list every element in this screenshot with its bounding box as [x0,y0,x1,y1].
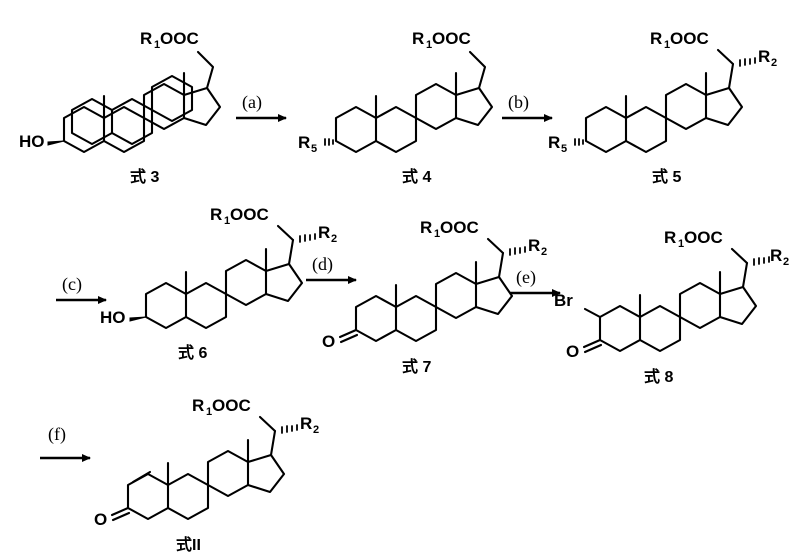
arrow-f: (f) [40,424,91,462]
svg-text:R: R [140,29,152,48]
arrow-c: (c) [56,274,107,304]
svg-text:5: 5 [561,143,567,155]
ketone-s7: O [322,328,359,351]
hash-bond-r2-s7 [509,246,526,256]
label-ester-s11: R 1 OOC [192,396,251,418]
svg-text:1: 1 [664,39,670,51]
svg-text:OOC: OOC [230,205,269,224]
hash-bond-s4 [324,138,334,146]
formula-name-8: 式 8 [644,367,673,386]
label-r5-s4: R 5 [298,133,317,155]
svg-text:OOC: OOC [684,228,723,247]
structure-7-skeleton: R 2 O R 1 OOC 式 7 [322,218,547,376]
svg-text:R: R [318,223,330,242]
svg-text:R: R [192,396,204,415]
label-ester-s4: R 1 OOC [412,29,471,51]
ketone-s11: O [94,506,131,529]
ketone-s8: O [566,338,603,361]
label-hydroxyl-s6: HO [100,308,126,327]
svg-text:OOC: OOC [440,218,479,237]
arrow-label-f: (f) [48,424,66,445]
structure-5-skeleton: R 2 R 5 R 1 OOC 式 5 [548,29,777,186]
svg-text:R: R [210,205,222,224]
label-r5-s5: R 5 [548,133,567,155]
hash-bond-r2-s6 [299,233,316,243]
svg-text:2: 2 [771,57,777,69]
arrow-d: (d) [306,254,357,284]
structure-11-skeleton: R 2 O R 1 OOC 式II [94,396,319,554]
svg-text:R: R [758,47,770,66]
structure-6-skeleton: R 2 HO R 1 OOC 式 6 [100,205,337,362]
svg-text:R: R [300,414,312,433]
arrow-e: (e) [510,267,561,297]
svg-text:OOC: OOC [670,29,709,48]
label-hydroxyl-s3: HO [19,132,45,151]
label-ester-s8: R 1 OOC [664,228,723,250]
label-r2-s11: R 2 [300,414,319,436]
bromo-substituent-s8: Br [554,291,602,319]
hash-bond-r2-s8 [753,256,770,266]
label-r2-s7: R 2 [528,236,547,258]
arrow-b: (b) [502,92,553,122]
label-ester-s3: R 1 OOC [140,29,199,51]
arrow-label-b: (b) [508,92,529,113]
structure-8-skeleton: R 2 Br O R 1 OOC 式 8 [554,228,789,386]
svg-text:1: 1 [434,228,440,240]
svg-text:R: R [770,246,782,265]
svg-text:R: R [420,218,432,237]
arrow-label-d: (d) [312,254,333,275]
svg-text:2: 2 [313,424,319,436]
formula-name-7: 式 7 [402,357,431,376]
svg-text:OOC: OOC [432,29,471,48]
svg-text:R: R [412,29,424,48]
svg-text:R: R [528,236,540,255]
structure-3-skeleton: HO R 1 OOC 式 3 [19,29,222,186]
arrow-label-c: (c) [62,274,82,295]
formula-name-11: 式II [176,535,201,554]
hash-bond-r2-s5 [739,57,756,67]
arrow-a: (a) [236,92,287,122]
svg-text:2: 2 [783,256,789,268]
formula-name-6: 式 6 [178,343,207,362]
label-bromine-s8: Br [554,291,573,310]
svg-text:OOC: OOC [212,396,251,415]
svg-text:2: 2 [331,233,337,245]
formula-name-5: 式 5 [652,167,681,186]
svg-text:R: R [298,133,310,152]
arrow-label-e: (e) [516,267,536,288]
svg-text:R: R [664,228,676,247]
svg-text:1: 1 [154,39,160,51]
formula-name-3: 式 3 [130,167,159,186]
svg-text:1: 1 [426,39,432,51]
label-ester-s5: R 1 OOC [650,29,709,51]
svg-text:1: 1 [678,238,684,250]
svg-text:O: O [322,332,335,351]
svg-text:O: O [566,342,579,361]
label-r2-s5: R 2 [758,47,777,69]
hash-bond-s5 [574,138,584,146]
svg-text:2: 2 [541,246,547,258]
label-r2-s6: R 2 [318,223,337,245]
label-ester-s6: R 1 OOC [210,205,269,227]
formula-name-4: 式 4 [402,167,431,186]
hash-bond-r2-s11 [281,424,298,434]
structure-4-skeleton: R 5 R 1 OOC 式 4 [298,29,494,186]
svg-text:O: O [94,510,107,529]
label-ester-s7: R 1 OOC [420,218,479,240]
svg-text:1: 1 [224,215,230,227]
arrow-label-a: (a) [242,92,262,113]
svg-text:R: R [650,29,662,48]
svg-text:R: R [548,133,560,152]
svg-text:5: 5 [311,143,317,155]
svg-text:1: 1 [206,406,212,418]
label-r2-s8: R 2 [770,246,789,268]
svg-text:OOC: OOC [160,29,199,48]
